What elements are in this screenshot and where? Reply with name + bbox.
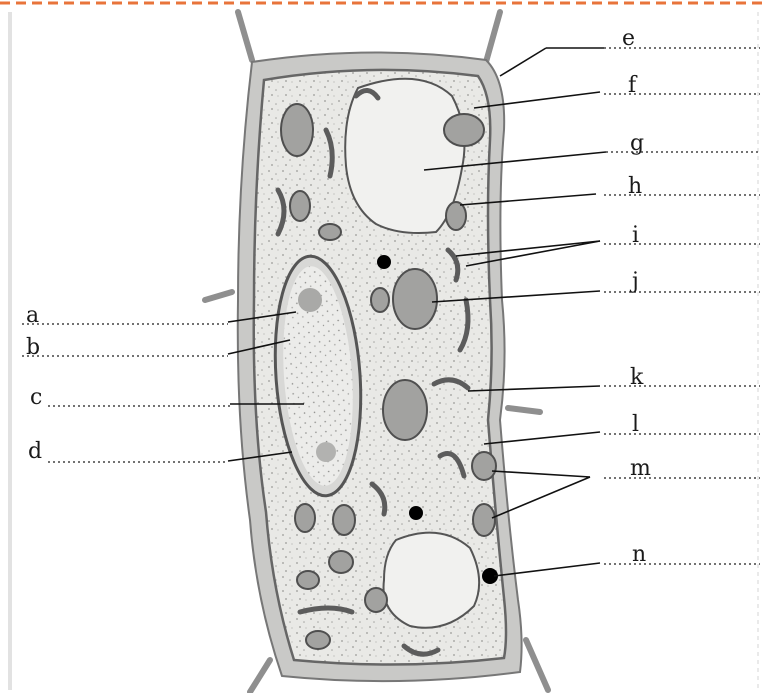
- left-margin-bar: [8, 12, 12, 690]
- dotted-rules-left: [22, 324, 230, 462]
- label-d: d: [28, 441, 42, 463]
- label-g: g: [630, 133, 644, 155]
- ribosome-dot: [377, 255, 391, 269]
- label-h: h: [628, 176, 642, 198]
- nucleolus-lower: [316, 442, 336, 462]
- dotted-rules-right: [604, 48, 760, 564]
- label-m: m: [630, 458, 651, 480]
- label-i: i: [632, 225, 639, 247]
- label-b: b: [26, 337, 40, 359]
- label-c: c: [30, 387, 42, 409]
- label-l: l: [632, 414, 639, 436]
- label-f: f: [628, 75, 636, 97]
- label-n: n: [632, 544, 646, 566]
- label-j: j: [632, 271, 639, 293]
- nucleolus: [298, 288, 322, 312]
- ribosome-dot: [409, 506, 423, 520]
- vacuole-bottom: [384, 533, 480, 628]
- label-k: k: [630, 367, 643, 389]
- label-a: a: [26, 305, 39, 327]
- label-e: e: [622, 28, 635, 50]
